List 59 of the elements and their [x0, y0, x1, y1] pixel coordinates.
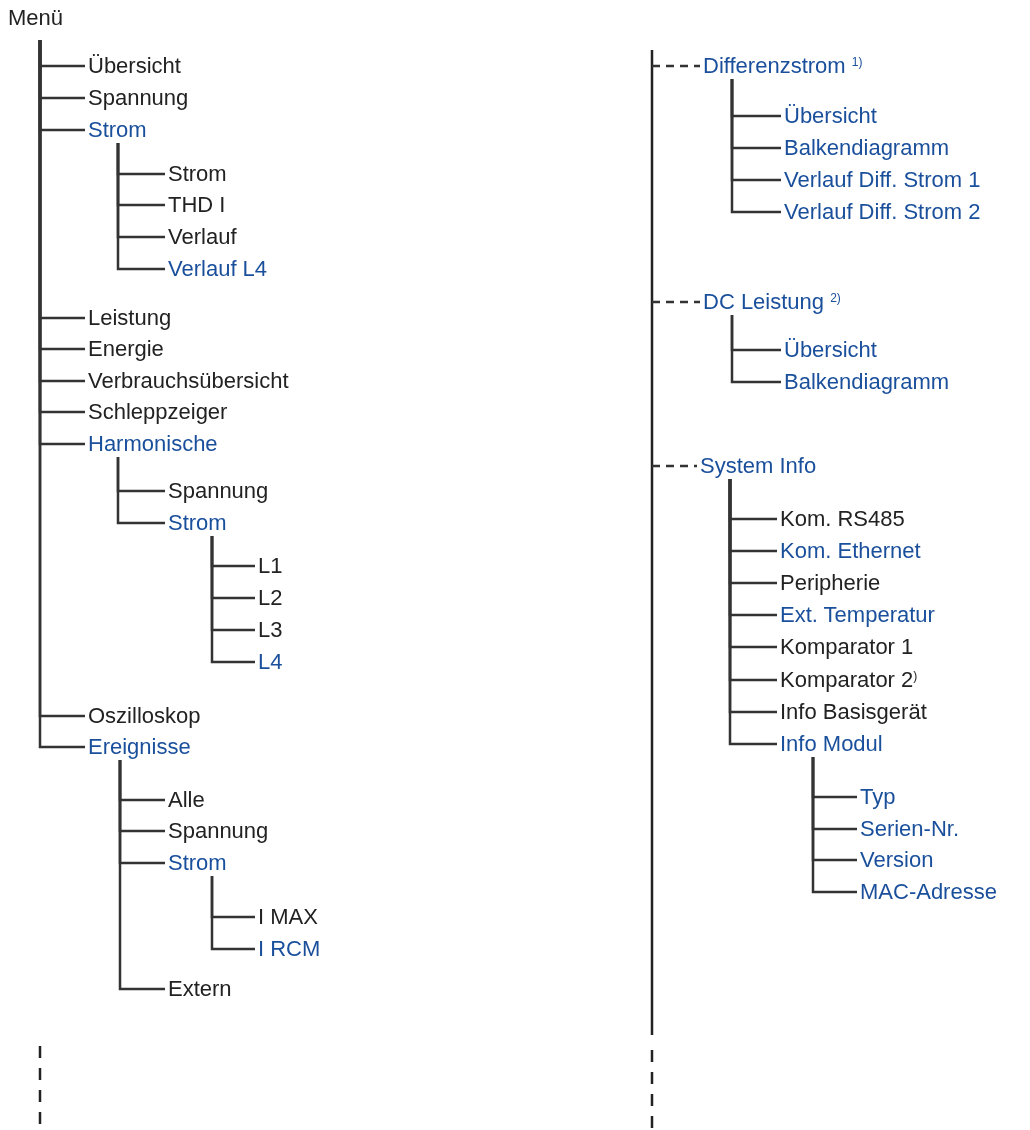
- menu-item: Kom. Ethernet: [780, 538, 921, 564]
- menu-item: Übersicht: [784, 103, 877, 129]
- menu-item: Übersicht: [784, 337, 877, 363]
- menu-item: Verlauf: [168, 224, 237, 250]
- menu-item: Verlauf L4: [168, 256, 268, 282]
- tree-connector: [652, 300, 700, 304]
- menu-item: I RCM: [258, 936, 321, 962]
- menu-item: Balkendiagramm: [784, 135, 950, 161]
- menu-item: Alle: [168, 787, 205, 813]
- menu-item: THD I: [168, 192, 226, 218]
- menu-item: MAC-Adresse: [860, 879, 997, 905]
- tree-connector: [811, 757, 857, 894]
- menu-item: L3: [258, 617, 283, 643]
- menu-item: Spannung: [168, 818, 269, 844]
- menu-item: Balkendiagramm: [784, 369, 950, 395]
- menu-item: I MAX: [258, 904, 318, 930]
- tree-connector: [118, 760, 165, 991]
- menu-item: Typ: [860, 784, 896, 810]
- menu-item: Strom: [168, 850, 227, 876]
- menu-item: Ereignisse: [88, 734, 191, 760]
- menu-item: Kom. RS485: [780, 506, 905, 532]
- menu-item: Info Basisgerät: [780, 699, 927, 725]
- menu-item: L2: [258, 585, 283, 611]
- menu-item: Extern: [168, 976, 232, 1002]
- tree-connector: [730, 79, 781, 214]
- menu-item: Schleppzeiger: [88, 399, 228, 425]
- menu-item: L4: [258, 649, 283, 675]
- tree-connector: [730, 315, 781, 384]
- menu-item: Strom: [88, 117, 147, 143]
- tree-connector: [116, 457, 165, 525]
- menu-item: Komparator 2$^{)}$: [780, 667, 918, 693]
- menu-item: Differenzstrom $^{1)}$: [703, 53, 863, 79]
- menu-item: Verlauf Diff. Strom 1: [784, 167, 981, 193]
- menu-item: L1: [258, 553, 283, 579]
- tree-connector: [210, 536, 255, 664]
- menu-item: Oszilloskop: [88, 703, 201, 729]
- menu-item: Energie: [88, 336, 164, 362]
- menu-item: Strom: [168, 510, 227, 536]
- menu-item: Komparator 1: [780, 634, 914, 660]
- menu-item: Verlauf Diff. Strom 2: [784, 199, 981, 225]
- tree-connector: [652, 64, 700, 68]
- menu-item: Peripherie: [780, 570, 881, 596]
- menu-item: Verbrauchsübersicht: [88, 368, 289, 394]
- tree-connector: [652, 464, 697, 468]
- menu-item: Spannung: [168, 478, 269, 504]
- tree-connector: [116, 143, 165, 271]
- menu-item: Strom: [168, 161, 227, 187]
- menu-item: Harmonische: [88, 431, 218, 457]
- menu-item: Version: [860, 847, 934, 873]
- menu-item: Info Modul: [780, 731, 883, 757]
- menu-item: Leistung: [88, 305, 172, 331]
- menu-item: Ext. Temperatur: [780, 602, 935, 628]
- tree-connector: [210, 876, 255, 951]
- menu-item: Spannung: [88, 85, 189, 111]
- menu-item: System Info: [700, 453, 817, 479]
- menu-item: Übersicht: [88, 53, 181, 79]
- menu-heading: Menü: [8, 5, 64, 31]
- menu-item: DC Leistung $^{2)}$: [703, 289, 841, 315]
- menu-item: Serien-Nr.: [860, 816, 960, 842]
